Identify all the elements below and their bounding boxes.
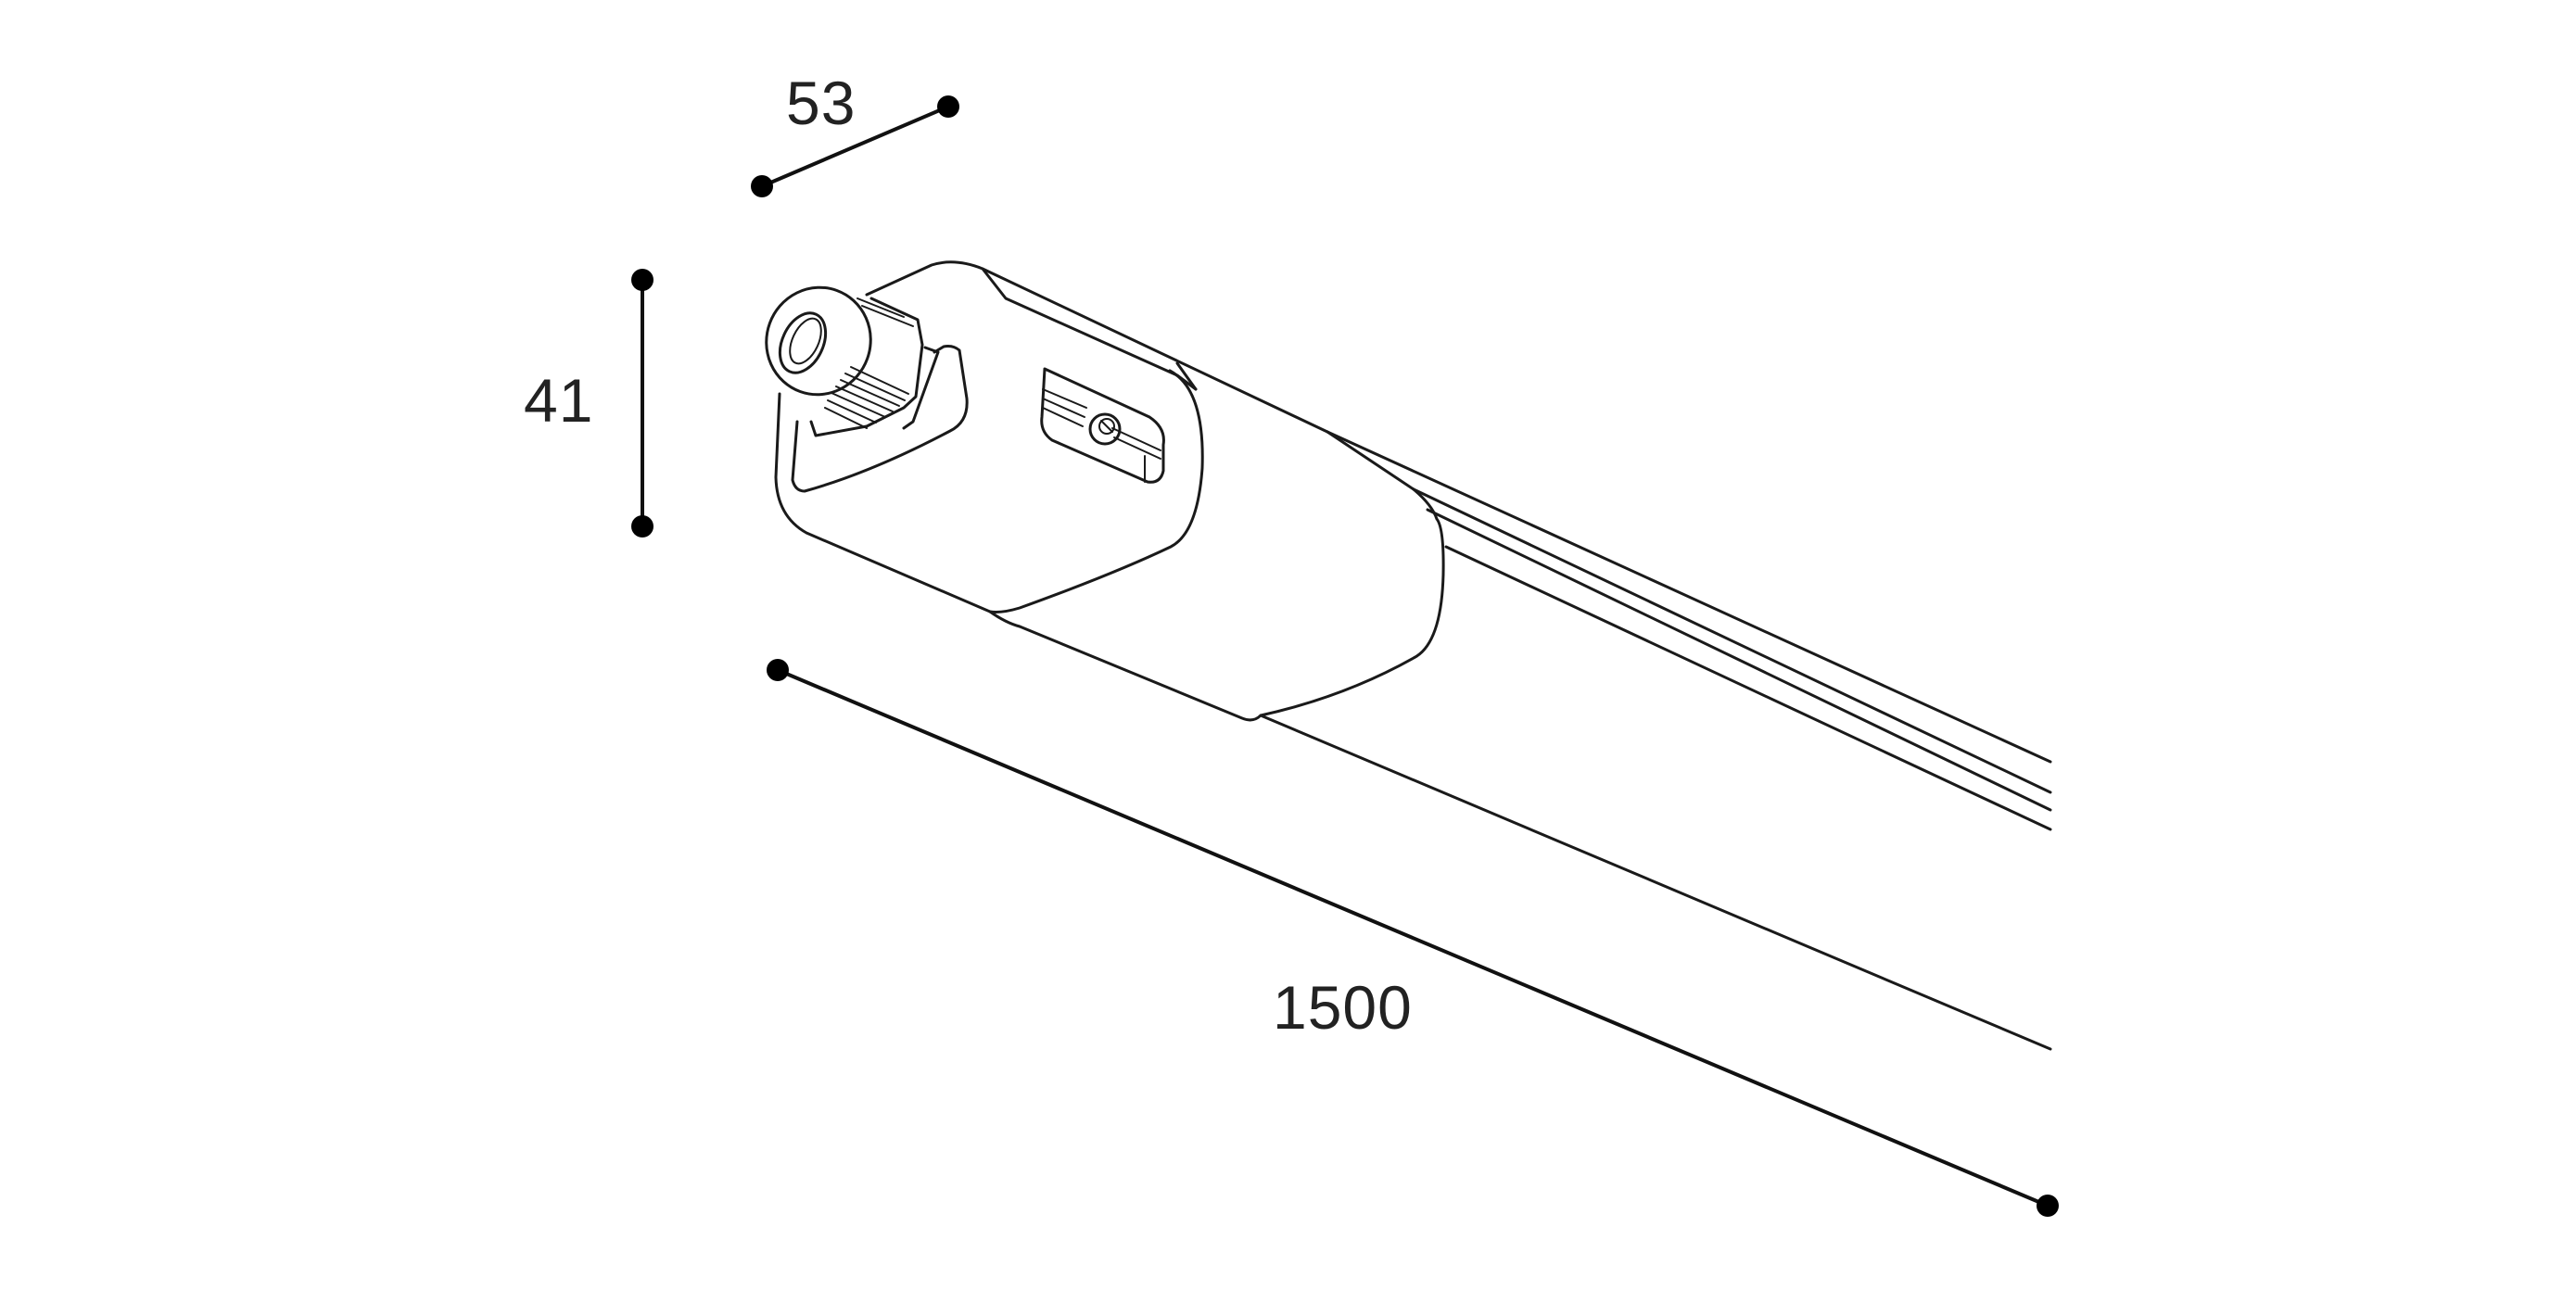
housing-top-edge: [981, 267, 1329, 434]
depth-label: 53: [786, 69, 856, 137]
end-cap-top: [865, 260, 1198, 391]
end-cap: [765, 260, 1445, 722]
housing-step-edge: [1326, 430, 1415, 491]
depth-end-dot: [937, 95, 959, 118]
cable-gland-side: [902, 346, 940, 430]
slot-outline: [1040, 367, 1165, 484]
height-bottom-dot: [631, 515, 654, 538]
profile-groove-3: [1444, 545, 2052, 831]
profile-bottom-edge: [1259, 714, 2052, 1051]
length-label: 1500: [1273, 973, 1413, 1042]
screw-icon: [1088, 412, 1122, 446]
profile-top-edge: [1326, 430, 2052, 764]
dimension-depth: 53: [751, 69, 959, 197]
mounting-slot: [1040, 367, 1165, 484]
length-end-dot: [2037, 1195, 2059, 1217]
profile-groove-2: [1426, 508, 2052, 812]
profile-groove-1: [1412, 487, 2052, 794]
cable-gland-block: [809, 297, 924, 437]
dimension-height: 41: [524, 269, 654, 538]
body-front-outline: [988, 487, 1445, 722]
dimension-length: 1500: [767, 659, 2059, 1217]
length-start-dot: [767, 659, 789, 681]
depth-start-dot: [751, 175, 773, 197]
end-cap-front-outline: [774, 369, 1204, 613]
depth-dimension-line: [760, 105, 950, 188]
end-cap-notch: [1175, 361, 1198, 391]
cable-entry-hole: [778, 311, 828, 374]
height-top-dot: [631, 269, 654, 291]
length-dimension-line: [776, 668, 2049, 1208]
luminaire-profile: [981, 267, 2052, 1051]
end-cap-lip: [791, 345, 969, 493]
cable-entry-inner: [789, 317, 822, 365]
cable-entry-ring: [765, 285, 872, 397]
height-label: 41: [524, 366, 593, 435]
